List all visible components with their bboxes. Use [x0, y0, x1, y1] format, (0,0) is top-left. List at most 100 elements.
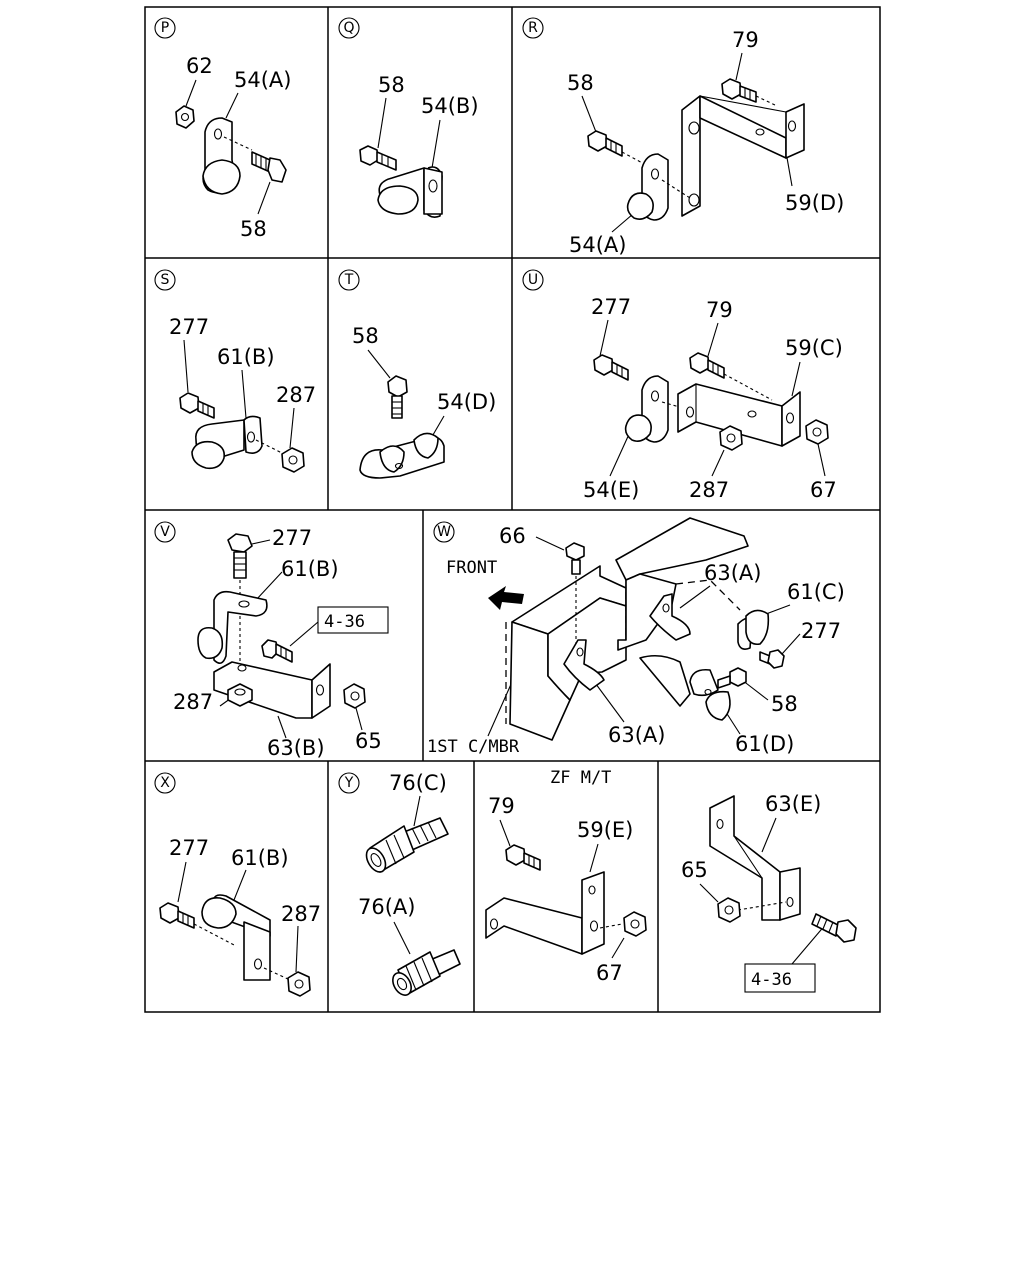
bracket-icon — [649, 593, 691, 641]
pipe-clip-icon — [359, 432, 445, 479]
svg-text:Y: Y — [344, 775, 354, 791]
svg-text:Q: Q — [343, 20, 354, 36]
panel-t: T 58 54(D) — [338, 269, 496, 479]
panel-letter-circle: X — [154, 772, 176, 794]
part-label: 54(A) — [569, 233, 626, 257]
bracket-icon — [681, 95, 805, 217]
part-label: 65 — [681, 858, 708, 882]
bolt-icon — [811, 913, 857, 943]
panel-p: P 62 54(A) 58 — [154, 17, 291, 241]
pipe-clip-icon — [377, 166, 443, 218]
panel-x: X 277 61(B) 287 — [154, 772, 321, 997]
bolt-icon — [565, 542, 585, 646]
panel-q: Q 58 54(B) — [338, 17, 479, 218]
part-label: 61(B) — [231, 846, 289, 870]
svg-text:X: X — [160, 775, 170, 791]
part-label: 59(E) — [577, 818, 633, 842]
bracket-icon — [677, 383, 801, 447]
part-label: 59(D) — [785, 191, 844, 215]
pipe-clip-icon — [201, 894, 291, 981]
part-label: 59(C) — [785, 336, 843, 360]
part-label: 277 — [801, 619, 841, 643]
bolt-icon — [505, 844, 541, 871]
part-label: 54(E) — [583, 478, 639, 502]
part-label: 66 — [499, 524, 526, 548]
part-label: 58 — [771, 692, 798, 716]
part-label: 63(E) — [765, 792, 821, 816]
part-label: 63(A) — [704, 561, 761, 585]
part-label: 58 — [352, 324, 379, 348]
panel-u: U 277 79 59(C) 54(E) 287 67 — [522, 269, 843, 502]
svg-text:4-36: 4-36 — [751, 970, 792, 990]
panel-r: R 79 58 59(D) 54(A) — [522, 17, 844, 257]
part-label: 277 — [169, 315, 209, 339]
part-label: 54(B) — [421, 94, 479, 118]
reference-box: 4-36 — [317, 606, 389, 634]
panel-letter-circle: P — [154, 17, 176, 39]
panel-letter-circle: S — [154, 269, 176, 291]
panel-letter-circle: W — [433, 521, 455, 543]
part-label: 67 — [596, 961, 623, 985]
bolt-icon — [721, 78, 776, 106]
part-label: 79 — [488, 794, 515, 818]
nut-icon — [717, 897, 741, 923]
pipe-clip-icon — [191, 415, 285, 470]
part-label: 287 — [689, 478, 729, 502]
panel-letter-circle: T — [338, 269, 360, 291]
front-label: FRONT — [446, 558, 497, 578]
svg-text:V: V — [160, 524, 170, 540]
part-label: 76(C) — [389, 771, 447, 795]
bolt-icon — [159, 902, 237, 947]
panel-zf-mt: ZF M/T 79 59(E) 67 — [485, 768, 647, 985]
nut-icon — [343, 683, 366, 709]
panel-s: S 277 61(B) 287 — [154, 269, 316, 473]
panel-letter-circle: U — [522, 269, 544, 291]
bolt-icon — [251, 151, 287, 183]
bolt-icon — [587, 130, 649, 167]
crossmember-label: 1ST C/MBR — [427, 737, 520, 757]
part-label: 287 — [173, 690, 213, 714]
panel-letter-circle: V — [154, 521, 176, 543]
part-label: 277 — [169, 836, 209, 860]
crossmember-icon — [505, 517, 749, 741]
part-label: 58 — [567, 71, 594, 95]
bolt-icon — [689, 352, 773, 401]
bolt-icon — [179, 392, 215, 419]
part-label: 61(C) — [787, 580, 845, 604]
part-label: 287 — [281, 902, 321, 926]
front-arrow-icon — [488, 586, 524, 610]
panel-grid — [144, 6, 881, 1013]
panel-letter-circle: Y — [338, 772, 360, 794]
bracket-icon — [213, 661, 331, 719]
part-label: 67 — [810, 478, 837, 502]
svg-text:T: T — [344, 272, 354, 288]
bolt-icon — [359, 145, 397, 171]
panel-letter-circle: R — [522, 17, 544, 39]
nut-icon — [281, 447, 305, 473]
bolt-icon — [593, 354, 629, 381]
pipe-fitting-icon — [392, 949, 461, 996]
part-label: 54(A) — [234, 68, 291, 92]
part-label: 287 — [276, 383, 316, 407]
bracket-icon — [709, 795, 801, 921]
part-label: 63(B) — [267, 736, 325, 760]
svg-text:W: W — [437, 524, 451, 540]
bracket-icon — [563, 639, 605, 691]
pipe-fitting-icon — [365, 817, 449, 873]
part-label: 62 — [186, 54, 213, 78]
part-label: 61(D) — [735, 732, 794, 756]
pipe-clip-icon — [197, 590, 268, 664]
part-label: 54(D) — [437, 390, 496, 414]
part-label: 277 — [272, 526, 312, 550]
part-label: 58 — [240, 217, 267, 241]
panel-w: W 66 FRONT 63(A) 61(C) 277 58 1ST C/MBR … — [427, 517, 845, 757]
panel-v: V 277 61(B) 4-36 287 65 63(B) — [154, 521, 389, 760]
pipe-clip-icon — [689, 668, 731, 721]
bolt-icon — [759, 649, 785, 669]
nut-icon — [227, 683, 253, 707]
pipe-clip-icon — [202, 117, 253, 195]
part-label: 76(A) — [358, 895, 415, 919]
bolt-icon — [261, 639, 293, 663]
part-label: 61(B) — [217, 345, 275, 369]
